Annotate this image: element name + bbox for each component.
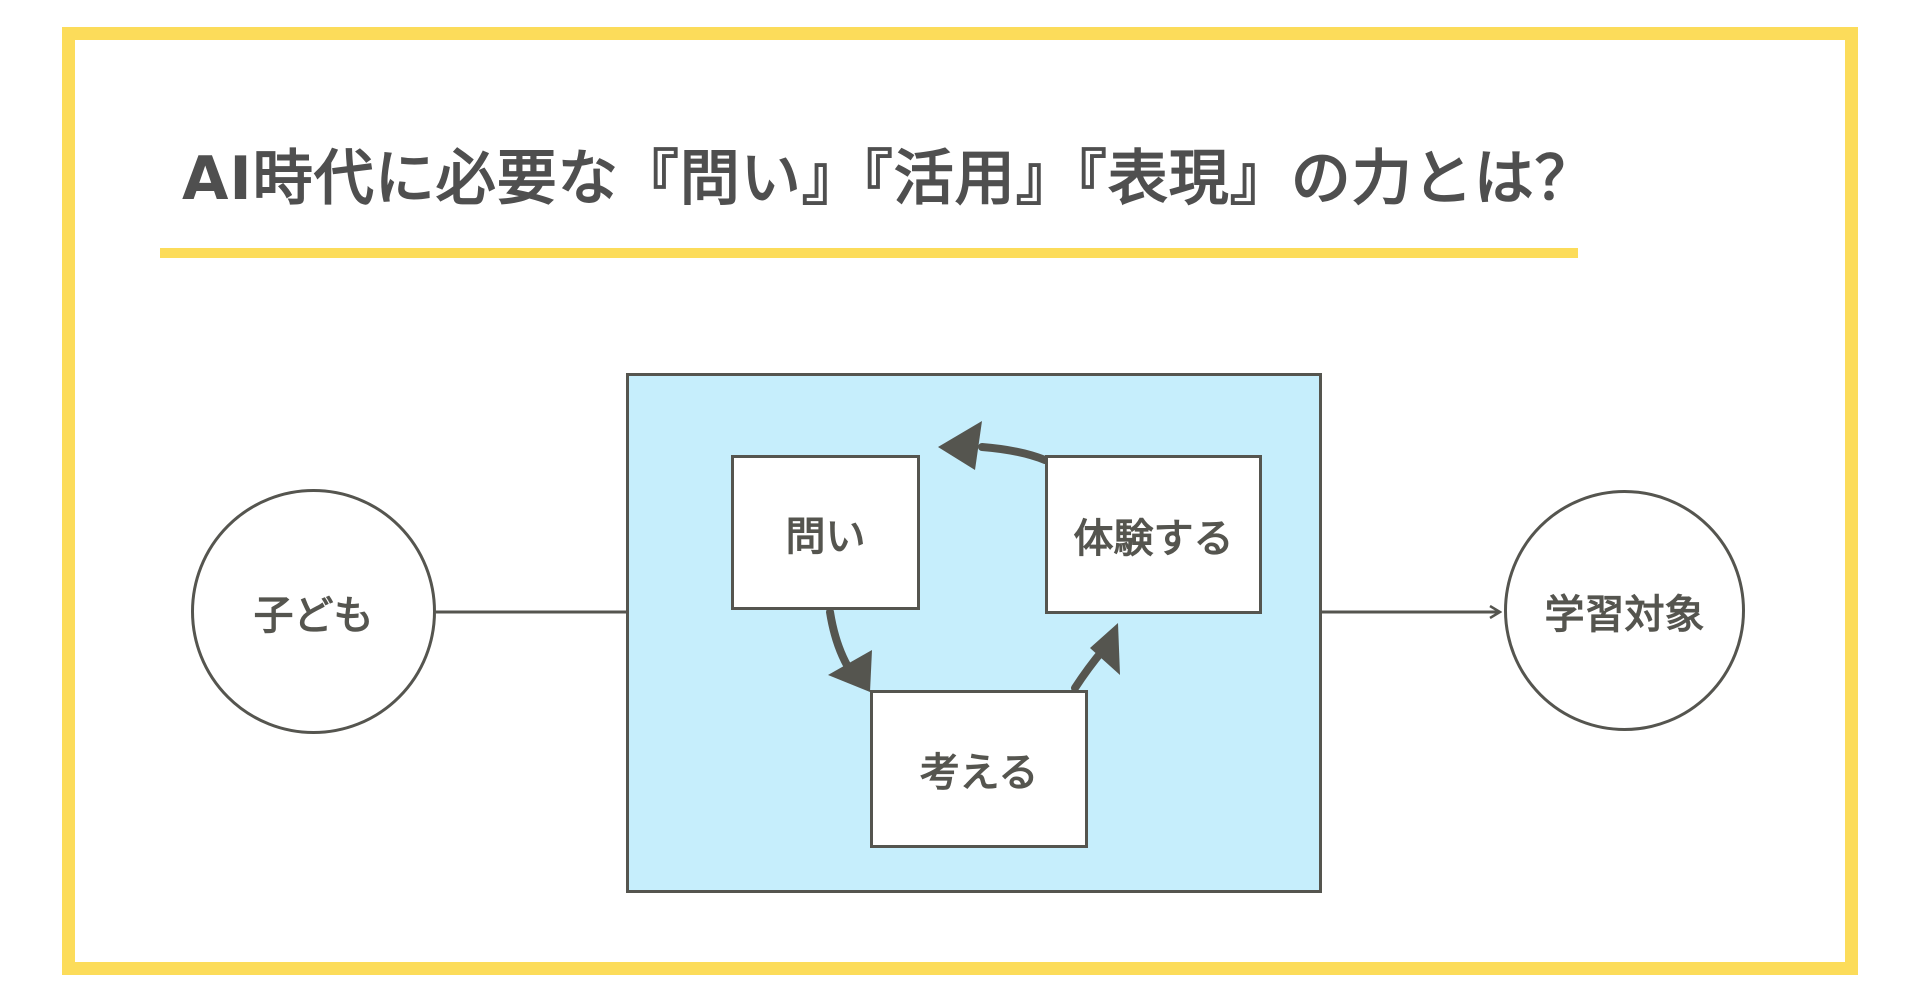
- slide-frame: [62, 27, 1858, 975]
- cycle-step-experience: 体験する: [1045, 455, 1262, 614]
- learning-target-circle: 学習対象: [1504, 490, 1745, 731]
- cycle-step-think-label: 考える: [919, 750, 1039, 796]
- arrowhead-experience-to-question: [938, 421, 982, 470]
- cycle-step-question-label: 問い: [785, 513, 866, 560]
- learner-label: 子ども: [253, 592, 374, 639]
- cycle-step-question: 問い: [731, 455, 920, 610]
- cycle-step-think: 考える: [870, 690, 1088, 848]
- arrow-experience-to-question: [978, 443, 1049, 464]
- title-underline: [160, 248, 1578, 258]
- arrowhead-question-to-think: [828, 650, 872, 692]
- learning-target-label: 学習対象: [1544, 591, 1705, 638]
- arrowhead-think-to-experience: [1090, 623, 1120, 675]
- cycle-step-experience-label: 体験する: [1073, 515, 1234, 562]
- learner-circle: 子ども: [191, 489, 436, 734]
- slide-title: AI時代に必要な『問い』『活用』『表現』の力とは？: [182, 144, 1596, 214]
